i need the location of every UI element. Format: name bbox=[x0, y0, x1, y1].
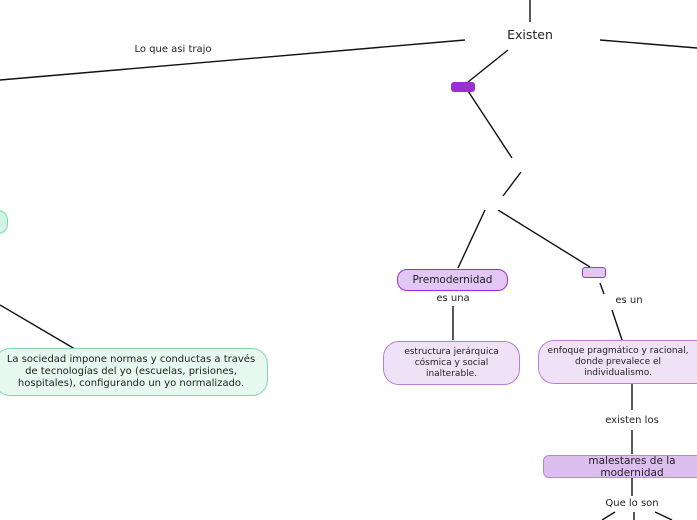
label-que-lo-son: Que lo son bbox=[600, 497, 664, 511]
node-premodernidad[interactable]: Premodernidad bbox=[397, 269, 508, 291]
label-existen-los: existen los bbox=[602, 413, 662, 429]
blank-node-1[interactable] bbox=[509, 158, 533, 172]
node-existen[interactable]: Existen bbox=[470, 24, 590, 46]
node-sociedad[interactable]: La sociedad impone normas y conductas a … bbox=[0, 348, 268, 396]
label-es-una: es una bbox=[430, 292, 476, 306]
label-es-un: es un bbox=[609, 294, 649, 308]
node-estructura[interactable]: estructura jerárquica cósmica y social i… bbox=[383, 341, 520, 385]
purple-small-node[interactable] bbox=[451, 82, 475, 92]
label-lo-que-asi-trajo: Lo que asi trajo bbox=[118, 42, 228, 58]
node-malestares[interactable]: malestares de la modernidad bbox=[543, 455, 697, 479]
node-enfoque[interactable]: enfoque pragmático y racional, donde pre… bbox=[538, 340, 697, 384]
blank-node-2[interactable] bbox=[483, 196, 507, 210]
purple-small-pill[interactable] bbox=[582, 267, 606, 278]
